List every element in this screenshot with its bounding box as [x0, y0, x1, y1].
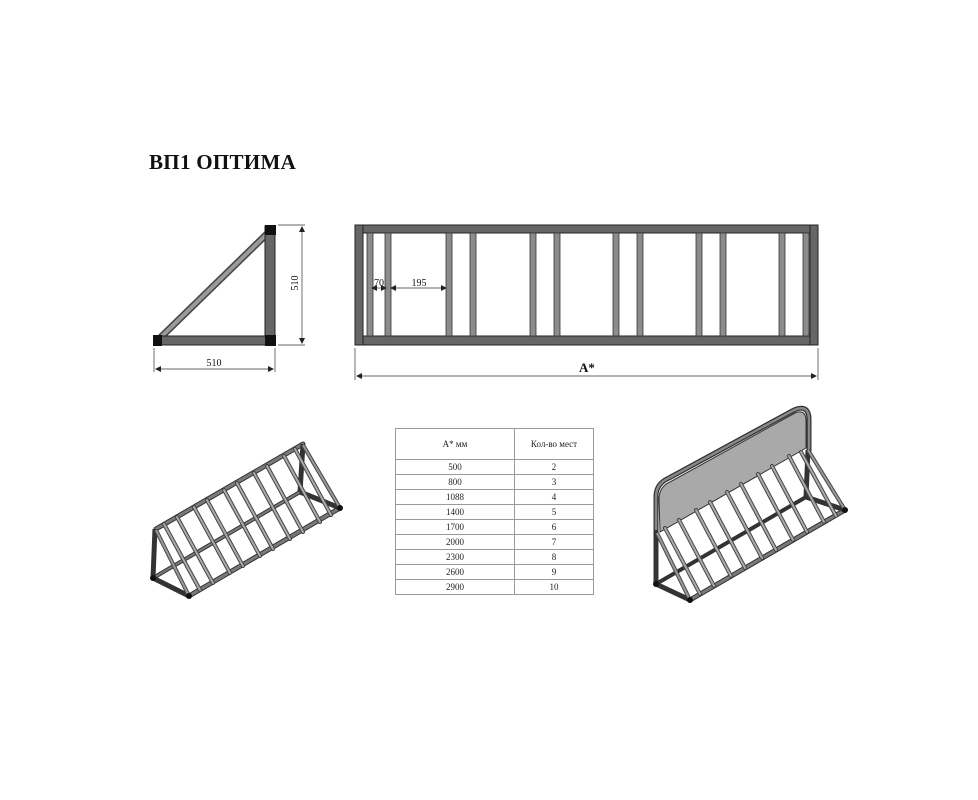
front-slot-bar: [802, 232, 810, 337]
table-cell-length: 1700: [395, 519, 515, 535]
table-row: 2600 9: [395, 564, 594, 580]
front-bottom-rail: [354, 335, 819, 346]
table-cell-length: 2000: [395, 534, 515, 550]
isometric-left-slot-bars: [162, 447, 333, 592]
side-corner-cap: [153, 335, 162, 346]
table-cell-places: 6: [514, 519, 594, 535]
front-length-label: A*: [579, 360, 595, 375]
table-row: 1400 5: [395, 504, 594, 520]
isometric-view-left: [150, 441, 343, 599]
table-header-places: Кол-во мест: [514, 428, 594, 460]
table-cell-places: 9: [514, 564, 594, 580]
advertising-panel: [658, 411, 807, 533]
side-vertical-post: [264, 225, 276, 342]
table-cell-places: 2: [514, 459, 594, 475]
size-capacity-table: А* мм Кол-во мест 500 2 800 3 1088 4 140…: [395, 428, 594, 595]
front-slot-bar: [384, 232, 392, 337]
side-width-label: 510: [207, 358, 222, 369]
front-wheel-slots: [366, 232, 810, 337]
front-slot-bar: [529, 232, 537, 337]
front-slot-bar: [445, 232, 453, 337]
front-slot-bar: [612, 232, 620, 337]
table-row: 2000 7: [395, 534, 594, 550]
isometric-right-slot-bars: [663, 450, 838, 596]
front-end-post: [354, 224, 364, 346]
table-row: 800 3: [395, 474, 594, 490]
table-cell-length: 800: [395, 474, 515, 490]
front-top-rail: [354, 224, 819, 234]
table-cell-places: 10: [514, 579, 594, 595]
table-row: 1088 4: [395, 489, 594, 505]
front-slot-bar: [778, 232, 786, 337]
side-corner-cap: [265, 225, 276, 235]
front-end-post: [809, 224, 819, 346]
side-height-label: 510: [290, 276, 301, 291]
table-cell-length: 2300: [395, 549, 515, 565]
table-row: 2300 8: [395, 549, 594, 565]
table-cell-length: 2600: [395, 564, 515, 580]
front-slot-bar: [366, 232, 374, 337]
front-slot-bar: [636, 232, 644, 337]
table-row: 1700 6: [395, 519, 594, 535]
front-gap-label: 70: [374, 278, 384, 289]
side-view: 510 510: [153, 224, 305, 372]
side-bottom-rail: [153, 335, 276, 346]
front-slot-bar: [553, 232, 561, 337]
side-corner-cap: [265, 335, 276, 346]
front-pitch-label: 195: [412, 278, 427, 289]
table-cell-length: 1400: [395, 504, 515, 520]
table-cell-places: 7: [514, 534, 594, 550]
drawing-title: ВП1 ОПТИМА: [149, 150, 297, 174]
table-cell-places: 3: [514, 474, 594, 490]
table-cell-places: 8: [514, 549, 594, 565]
table-cell-length: 500: [395, 459, 515, 475]
front-slot-bar: [469, 232, 477, 337]
front-slot-bar: [719, 232, 727, 337]
table-row: 2900 10: [395, 579, 594, 595]
table-cell-places: 4: [514, 489, 594, 505]
table-header-row: А* мм Кол-во мест: [395, 428, 594, 460]
table-cell-length: 1088: [395, 489, 515, 505]
front-view: 70 195 A*: [354, 224, 819, 380]
table-cell-length: 2900: [395, 579, 515, 595]
isometric-view-right: [653, 405, 848, 603]
table-cell-places: 5: [514, 504, 594, 520]
table-header-length: А* мм: [395, 428, 515, 460]
table-row: 500 2: [395, 459, 594, 475]
front-slot-bar: [695, 232, 703, 337]
